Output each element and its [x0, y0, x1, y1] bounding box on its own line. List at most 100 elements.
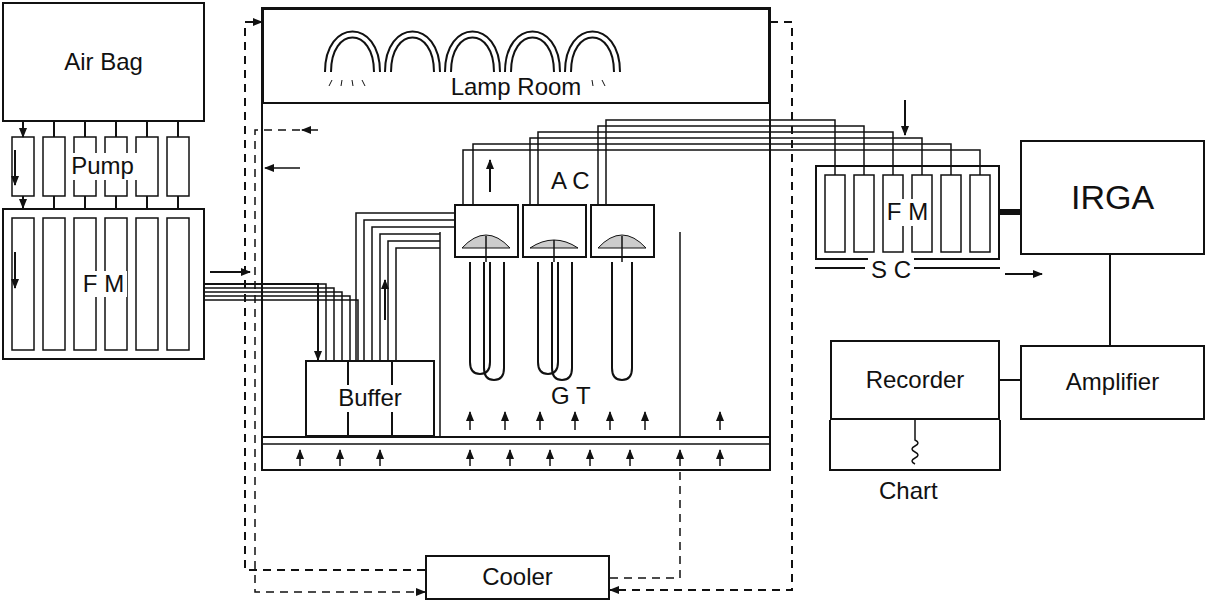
- tube-line: [364, 220, 455, 360]
- flowmeter-tube: [825, 175, 845, 252]
- partition: [679, 232, 681, 437]
- flowmeter-tube: [12, 218, 34, 350]
- amplifier-box: Amplifier: [1020, 345, 1205, 420]
- node-label: Recorder: [863, 367, 968, 393]
- flowmeter-tube: [43, 137, 65, 196]
- bracket-line: [815, 267, 865, 269]
- tube-line: [473, 144, 951, 205]
- flowmeter-tube: [854, 175, 874, 252]
- connector: [22, 196, 24, 208]
- flow-arrow: [469, 412, 471, 430]
- tube-line: [606, 120, 835, 205]
- flow-arrow: [574, 412, 576, 430]
- node-label: Amplifier: [1063, 369, 1162, 395]
- generated-strokes: [12, 100, 1042, 592]
- tube-line: [115, 122, 117, 137]
- partition: [439, 232, 441, 437]
- flow-arrow: [644, 412, 646, 430]
- connector: [1000, 379, 1020, 381]
- flow-arrow: [1005, 273, 1042, 275]
- tube-line: [84, 196, 86, 208]
- cooler-box: Cooler: [425, 555, 610, 600]
- buffer-box: Buffer: [305, 360, 435, 437]
- flow-arrow: [384, 280, 386, 320]
- part-label: A C: [548, 168, 593, 194]
- flow-arrow: [509, 450, 511, 466]
- part-label: Chart: [876, 478, 941, 504]
- chart-frame: [830, 420, 1000, 470]
- air-bag-box: Air Bag: [2, 2, 205, 122]
- air-duct: [610, 22, 792, 590]
- tube-line: [146, 196, 148, 208]
- flowmeter-tube: [941, 175, 961, 252]
- tube-line: [205, 288, 334, 360]
- flow-arrow: [339, 450, 341, 466]
- node-label: IRGA: [1068, 179, 1157, 216]
- flow-arrow: [629, 450, 631, 466]
- node-label: Air Bag: [61, 49, 146, 75]
- flow-arrow: [265, 167, 300, 169]
- flowmeter-tube: [970, 175, 990, 252]
- growth-chamber: [262, 8, 770, 470]
- flow-arrow: [539, 412, 541, 430]
- flowmeter-tube: [12, 137, 34, 196]
- tube-line: [177, 122, 179, 137]
- flow-arrow: [719, 412, 721, 430]
- tube-line: [53, 196, 55, 208]
- node-label: F M: [80, 271, 127, 297]
- flow-arrow: [609, 412, 611, 430]
- tube-line: [530, 138, 922, 205]
- flow-arrow: [469, 450, 471, 466]
- plenum-floor: [262, 443, 770, 445]
- flow-arrow: [719, 450, 721, 466]
- node-label: F M: [884, 199, 931, 225]
- recorder-box: Recorder: [830, 340, 1000, 420]
- tube-line: [84, 122, 86, 137]
- assimilation-chambers: [455, 205, 654, 262]
- tube-line: [146, 122, 148, 137]
- flowmeter-box: F M: [815, 165, 1000, 260]
- connector: [1000, 209, 1020, 215]
- irga-box: IRGA: [1020, 140, 1205, 255]
- tube-line: [205, 292, 342, 360]
- node-label: Lamp Room: [448, 74, 585, 100]
- connector: [205, 284, 318, 360]
- tube-line: [177, 196, 179, 208]
- flowmeter-tube: [167, 218, 189, 350]
- tube-line: [115, 196, 117, 208]
- part-label: G T: [548, 383, 594, 409]
- flow-arrow: [14, 150, 16, 185]
- flow-arrow: [302, 129, 318, 131]
- node-label: Pump: [68, 153, 137, 179]
- flow-arrow: [299, 450, 301, 466]
- flow-arrow: [904, 100, 906, 135]
- flow-arrow: [504, 412, 506, 430]
- flowmeter-tube: [43, 218, 65, 350]
- flow-arrow: [14, 252, 16, 288]
- part-label: S C: [868, 257, 914, 283]
- flowmeter-tube: [167, 137, 189, 196]
- node-label: Buffer: [335, 385, 405, 411]
- flowmeter-tube: [136, 137, 158, 196]
- tube-line: [380, 234, 440, 360]
- pump-box: Pump: [10, 137, 195, 196]
- flow-arrow: [549, 450, 551, 466]
- flowmeter-box: F M: [2, 208, 205, 360]
- tube-line: [53, 122, 55, 137]
- flow-arrow: [489, 160, 491, 192]
- lamp-room-box: Lamp Room: [262, 8, 770, 104]
- tube-line: [356, 213, 455, 360]
- node-label: Cooler: [479, 564, 556, 590]
- flow-arrow: [589, 450, 591, 466]
- air-duct: [610, 450, 680, 578]
- tube-line: [538, 132, 893, 205]
- connector: [22, 122, 24, 137]
- tube-line: [396, 248, 440, 360]
- growth-tubes: [470, 262, 632, 380]
- tube-line: [388, 241, 440, 360]
- air-duct: [245, 22, 425, 570]
- tube-line: [205, 296, 350, 360]
